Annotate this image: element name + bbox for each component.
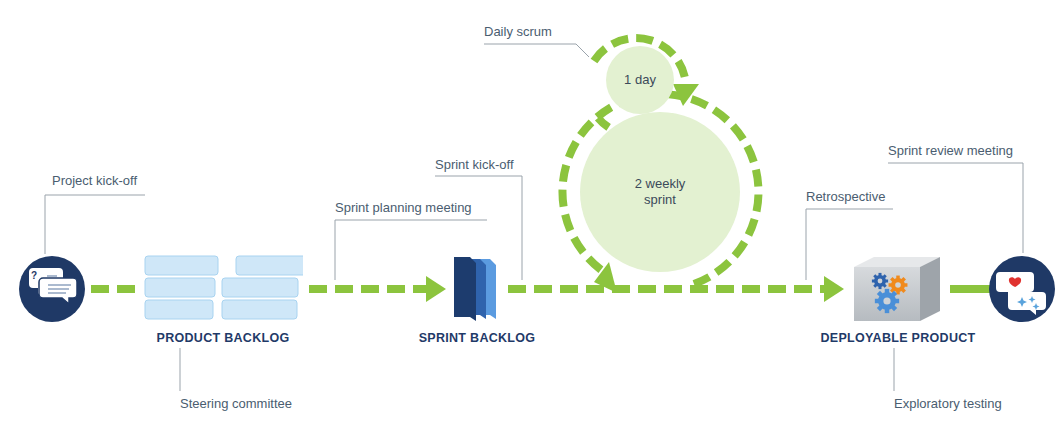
stage-heading: PRODUCT BACKLOG	[113, 331, 333, 345]
loop-arrowhead	[673, 84, 699, 106]
kickoff-icon: ?	[19, 256, 85, 322]
flow-arrow	[508, 276, 844, 302]
cycle-label: 2 weekly sprint	[625, 176, 695, 208]
callout-label: Sprint review meeting	[888, 143, 1013, 159]
backlog-shape	[143, 255, 303, 323]
callout-label: Retrospective	[806, 189, 885, 205]
stage-heading: DEPLOYABLE PRODUCT	[788, 331, 1008, 345]
product-shape	[850, 255, 946, 323]
stage-icon: PRODUCT BACKLOG	[143, 255, 303, 323]
callout-label: Sprint planning meeting	[335, 200, 472, 216]
cycle-circle: 1 day	[606, 46, 674, 114]
start-shape	[19, 256, 85, 322]
flow-arrow	[91, 289, 137, 290]
leader-line	[888, 163, 1023, 253]
stage-icon: SPRINT BACKLOG	[452, 255, 502, 323]
sprint-shape	[452, 255, 502, 323]
cycle-circle: 2 weekly sprint	[580, 112, 740, 272]
callout-label: Steering committee	[180, 396, 292, 412]
stage-heading: SPRINT BACKLOG	[367, 331, 587, 345]
callout-label: Daily scrum	[484, 24, 552, 40]
sprint-loop	[562, 94, 758, 284]
leader-line	[180, 348, 181, 391]
leader-line	[894, 348, 895, 391]
review-icon	[989, 256, 1055, 322]
bubble-text: ?	[29, 271, 39, 281]
leader-line	[45, 195, 145, 254]
leader-lines	[45, 44, 1023, 391]
flow-line	[950, 285, 992, 293]
cycle-label: 1 day	[624, 72, 656, 88]
flow-arrow	[309, 276, 446, 302]
callout-label: Exploratory testing	[894, 396, 1002, 412]
callout-label: Project kick-off	[52, 173, 137, 189]
callout-label: Sprint kick-off	[435, 157, 514, 173]
leader-line	[484, 44, 589, 57]
stage-icon: DEPLOYABLE PRODUCT	[850, 255, 946, 323]
